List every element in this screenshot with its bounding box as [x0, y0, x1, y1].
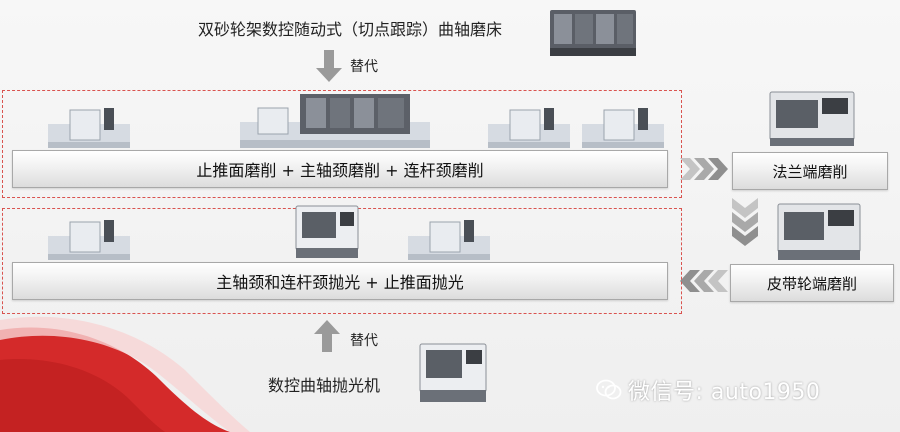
- chevron-down-icon: [732, 198, 758, 246]
- grinder-machine-image: [48, 108, 130, 148]
- bottom-caption: 数控曲轴抛光机: [268, 376, 381, 395]
- wechat-icon: [596, 379, 622, 400]
- watermark-text: 微信号: auto1950: [628, 380, 821, 405]
- up-arrow-icon: [314, 320, 340, 352]
- chevron-left-icon: [680, 270, 728, 292]
- grinder-machine-image: [408, 220, 490, 260]
- chevron-right-icon: [680, 158, 728, 180]
- flange-grinding-box: 法兰端磨削: [732, 152, 888, 190]
- down-arrow-icon: [316, 50, 342, 82]
- pulley-grinding-box: 皮带轮端磨削: [730, 264, 894, 302]
- grinder-machine-center-image: [240, 94, 430, 148]
- bottom-arrow-label: 替代: [350, 333, 378, 349]
- red-wave-decoration: [0, 316, 250, 432]
- pulley-grinder-image: [777, 203, 861, 260]
- flange-grinder-image: [769, 91, 855, 146]
- top-caption: 双砂轮架数控随动式（切点跟踪）曲轴磨床: [198, 20, 503, 39]
- polishing-machine-image: [295, 205, 359, 258]
- double-wheel-grinder-image: [550, 10, 636, 56]
- grinder-machine-image: [48, 220, 130, 260]
- polishing-process-bar: 主轴颈和连杆颈抛光 + 止推面抛光: [12, 262, 668, 300]
- wechat-watermark: 微信号: auto1950: [596, 374, 820, 406]
- grinding-process-bar: 止推面磨削 + 主轴颈磨削 + 连杆颈磨削: [12, 150, 668, 188]
- grinder-machine-image: [488, 108, 570, 148]
- cnc-polishing-machine-image: [419, 343, 487, 402]
- grinder-machine-image: [582, 108, 664, 148]
- top-arrow-label: 替代: [350, 59, 378, 75]
- grinding-group-box: [2, 90, 682, 198]
